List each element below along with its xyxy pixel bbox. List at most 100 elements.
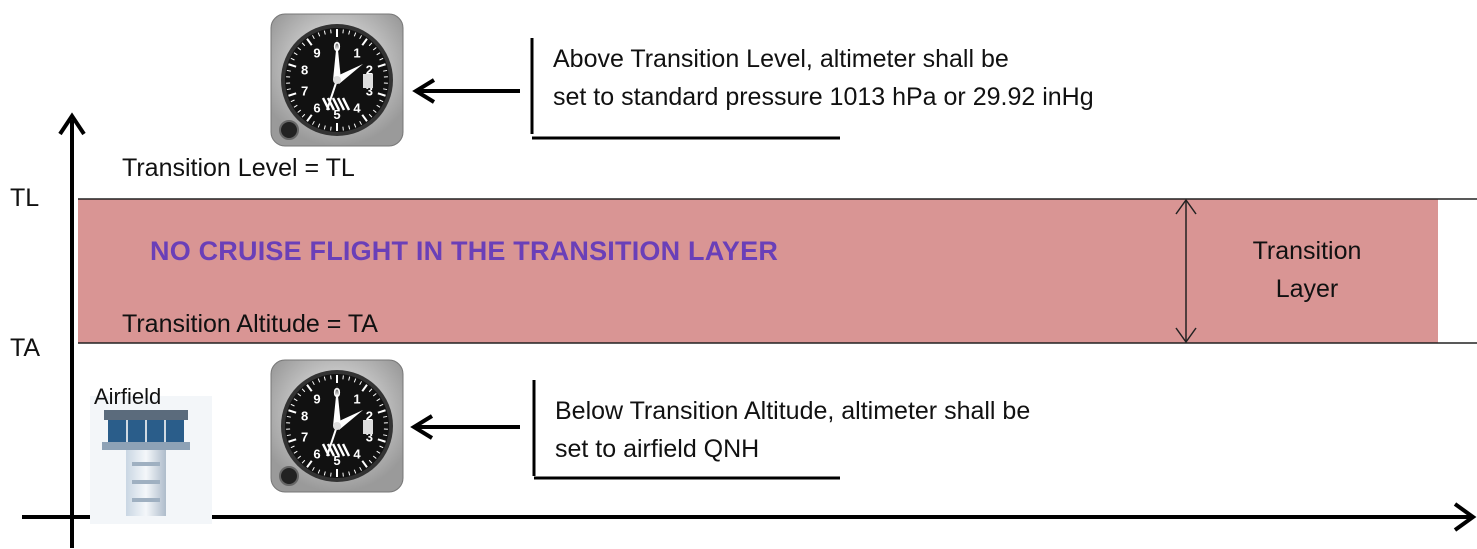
no-cruise-banner: NO CRUISE FLIGHT IN THE TRANSITION LAYER	[150, 236, 779, 266]
altimeter-gauge-icon: 0123456789	[270, 359, 404, 493]
control-tower-icon	[90, 396, 212, 524]
gauge-number: 4	[353, 101, 361, 116]
transition-layer-band	[78, 199, 1438, 343]
gauge-tick	[359, 120, 363, 125]
gauge-tick	[306, 460, 313, 468]
callout-bracket-above	[530, 38, 840, 140]
gauge-tick	[306, 384, 313, 392]
gauge-number: 6	[313, 101, 320, 116]
gauge-tick	[361, 38, 368, 46]
gauge-hand-short	[337, 64, 363, 84]
gauge-pressure-window	[363, 74, 373, 88]
gauge-tick	[311, 466, 315, 471]
gauge-tick	[348, 125, 351, 130]
gauge-tick	[323, 471, 326, 476]
callout-bracket-below	[532, 380, 840, 480]
gauge-tick	[361, 384, 368, 392]
gauge-number: 7	[301, 84, 308, 99]
gauge-tick	[290, 403, 295, 407]
gauge-tick	[293, 104, 298, 108]
gauge-tick	[348, 471, 351, 476]
gauge-tick	[293, 398, 298, 402]
gauge-tick	[301, 42, 306, 47]
gauge-warning-stripes	[321, 97, 351, 111]
gauge-tick	[359, 381, 363, 386]
callout-above-line2: set to standard pressure 1013 hPa or 29.…	[553, 83, 1094, 110]
gauge-tick	[330, 126, 332, 131]
gauge-tick	[376, 450, 381, 454]
gauge-tick	[348, 376, 351, 381]
vertical-axis-arrowhead	[58, 112, 86, 136]
gauge-tick	[353, 123, 357, 128]
gauge-tick	[297, 109, 302, 113]
gauge-tick	[379, 99, 384, 103]
gauge-number: 7	[301, 430, 308, 445]
gauge-tick	[379, 403, 384, 407]
gauge-tick	[317, 469, 321, 474]
gauge-tick	[311, 35, 315, 40]
tl-axis-label: TL	[10, 184, 40, 212]
gauge-tick	[330, 29, 332, 34]
callout-above-text: Above Transition Level, altimeter shall …	[553, 40, 1313, 110]
gauge-number: 5	[333, 453, 340, 468]
gauge-number: 2	[366, 408, 373, 423]
gauge-tick	[293, 52, 298, 56]
transition-altitude-label: Transition Altitude = TA	[122, 310, 378, 338]
gauge-tick	[348, 30, 351, 35]
gauge-tick	[361, 460, 368, 468]
horizontal-axis-arrowhead	[1453, 502, 1477, 532]
gauge-tick	[317, 32, 321, 37]
gauge-tick	[342, 472, 344, 477]
gauge-number: 9	[313, 45, 320, 60]
gauge-tick	[323, 376, 326, 381]
gauge-tick	[288, 438, 297, 443]
gauge-tick	[353, 469, 357, 474]
gauge-pressure-window	[363, 420, 373, 434]
gauge-tick	[342, 126, 344, 131]
gauge-tick	[286, 415, 291, 418]
gauge-tick	[288, 92, 297, 97]
layer-height-arrow	[1175, 198, 1197, 344]
gauge-tick	[297, 393, 302, 397]
gauge-number: 1	[353, 391, 360, 406]
gauge-tick	[372, 455, 377, 459]
callout-below-line1: Below Transition Altitude, altimeter sha…	[555, 397, 1031, 425]
arrow-to-gauge-below	[410, 414, 520, 440]
gauge-tick	[290, 445, 295, 449]
gauge-hand-short	[337, 410, 363, 430]
gauge-hand-thin	[326, 425, 338, 457]
ta-axis-label: TA	[10, 334, 41, 362]
gauge-tick	[383, 69, 388, 72]
gauge-tick	[286, 88, 291, 91]
gauge-tick	[368, 459, 373, 464]
altimeter-gauge-icon: 0123456789	[270, 13, 404, 147]
gauge-tick	[311, 381, 315, 386]
gauge-tick	[317, 123, 321, 128]
gauge-tick	[377, 63, 386, 68]
gauge-tick	[372, 109, 377, 113]
transition-level-label: Transition Level = TL	[122, 154, 355, 182]
gauge-tick	[361, 114, 368, 122]
callout-below-text: Below Transition Altitude, altimeter sha…	[555, 392, 1255, 462]
gauge-tick	[330, 375, 332, 380]
gauge-tick	[383, 88, 388, 91]
gauge-number: 9	[313, 391, 320, 406]
gauge-number: 1	[353, 45, 360, 60]
gauge-number: 8	[301, 408, 308, 423]
gauge-tick	[353, 378, 357, 383]
gauge-tick	[301, 459, 306, 464]
gauge-tick	[383, 434, 388, 437]
gauge-number: 2	[366, 62, 373, 77]
gauge-tick	[286, 434, 291, 437]
transition-layer-label-line2: Layer	[1275, 275, 1339, 303]
transition-layer-label: Transition Layer	[1222, 232, 1392, 308]
gauge-tick	[293, 450, 298, 454]
gauge-tick	[376, 104, 381, 108]
gauge-tick	[286, 69, 291, 72]
gauge-tick	[359, 35, 363, 40]
gauge-tick	[306, 38, 313, 46]
callout-above-line1: Above Transition Level, altimeter shall …	[553, 45, 1009, 73]
gauge-knob	[279, 120, 299, 140]
arrow-to-gauge-above	[412, 78, 520, 104]
